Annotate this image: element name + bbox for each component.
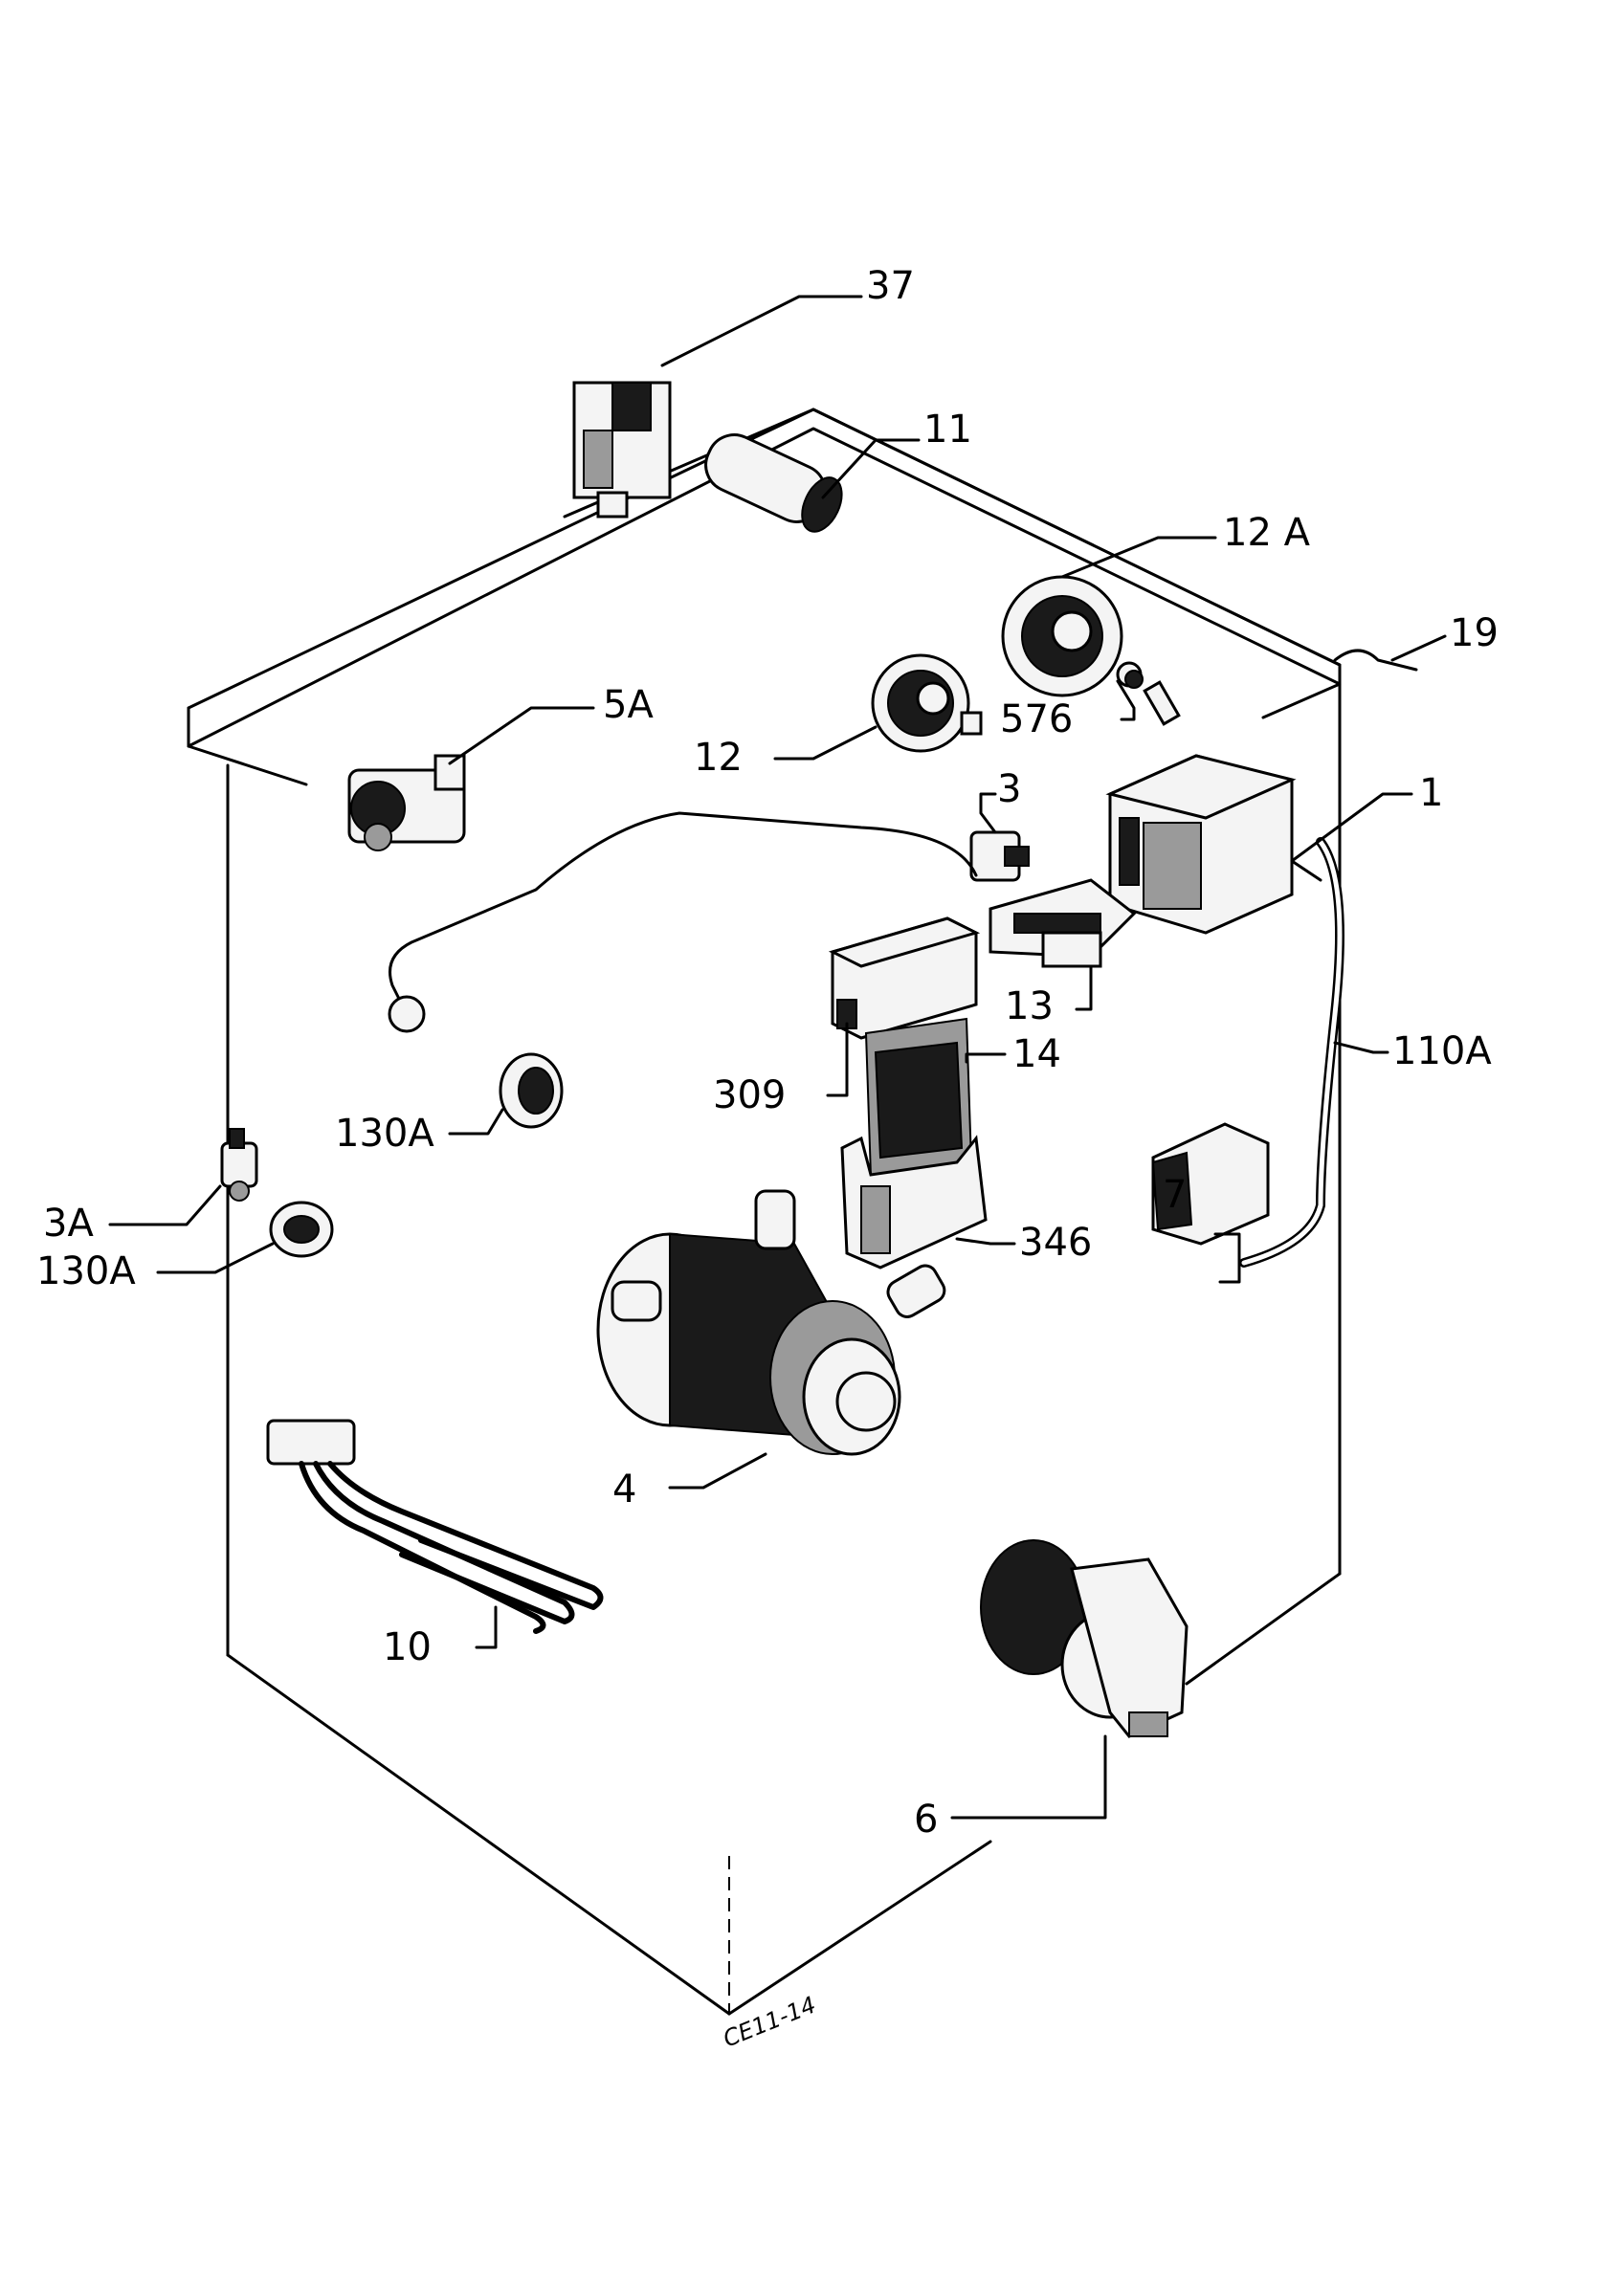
callout-10: 10 xyxy=(383,1625,432,1669)
circuit-board-part-14 xyxy=(864,1017,973,1179)
callout-1: 1 xyxy=(1419,771,1443,815)
callout-4: 4 xyxy=(612,1468,636,1512)
callout-12: 12 xyxy=(694,736,743,780)
callout-130a-top: 130A xyxy=(335,1112,434,1156)
board-housing-part-346 xyxy=(840,1135,988,1269)
callout-labels: 37 11 12 A 19 576 12 5A 3 1 13 309 14 11… xyxy=(36,264,1499,2053)
suppressor-part-11 xyxy=(704,433,843,533)
switch-block-part-13 xyxy=(989,878,1137,968)
grommet-part-130a-bottom xyxy=(269,1201,334,1258)
drain-pump-part-6 xyxy=(980,1539,1189,1738)
drain-hose-part-110a xyxy=(1239,837,1344,1268)
motor-part-4 xyxy=(596,1189,946,1456)
door-interlock-part-37 xyxy=(572,381,672,519)
callout-11: 11 xyxy=(923,408,972,452)
callout-3a: 3A xyxy=(43,1202,94,1246)
callout-7: 7 xyxy=(1163,1173,1187,1217)
cover-part-309 xyxy=(828,916,981,1040)
callout-576: 576 xyxy=(1000,697,1073,741)
wire-link-part-19 xyxy=(1333,649,1418,672)
sensor-part-3a xyxy=(220,1128,258,1202)
callout-346: 346 xyxy=(1019,1221,1092,1265)
callout-130a-bottom: 130A xyxy=(36,1249,136,1293)
callout-5a: 5A xyxy=(603,683,654,727)
timer-part-1 xyxy=(1105,754,1322,935)
thermostat-part-3 xyxy=(388,811,1030,1033)
drawing-code: CE11-14 xyxy=(720,1992,820,2053)
pressure-switch-part-12a xyxy=(1001,575,1143,697)
leader-lines xyxy=(108,295,1447,1820)
heating-element-part-10 xyxy=(266,1419,604,1634)
callout-3: 3 xyxy=(997,767,1021,811)
callout-14: 14 xyxy=(1012,1032,1061,1076)
callout-13: 13 xyxy=(1005,984,1054,1028)
callout-110a: 110A xyxy=(1392,1029,1492,1073)
callout-309: 309 xyxy=(713,1073,786,1117)
cabinet-outline xyxy=(187,408,1342,2016)
callout-6: 6 xyxy=(914,1798,938,1842)
grommet-part-130a-top xyxy=(499,1052,564,1129)
callout-12a: 12 A xyxy=(1223,511,1311,555)
relay-part-7 xyxy=(1151,1122,1270,1246)
callout-37: 37 xyxy=(866,264,915,308)
callout-19: 19 xyxy=(1450,611,1499,655)
fitting-part-576 xyxy=(1124,670,1181,726)
valve-part-5a xyxy=(347,754,466,851)
pressure-switch-part-12 xyxy=(871,653,983,753)
